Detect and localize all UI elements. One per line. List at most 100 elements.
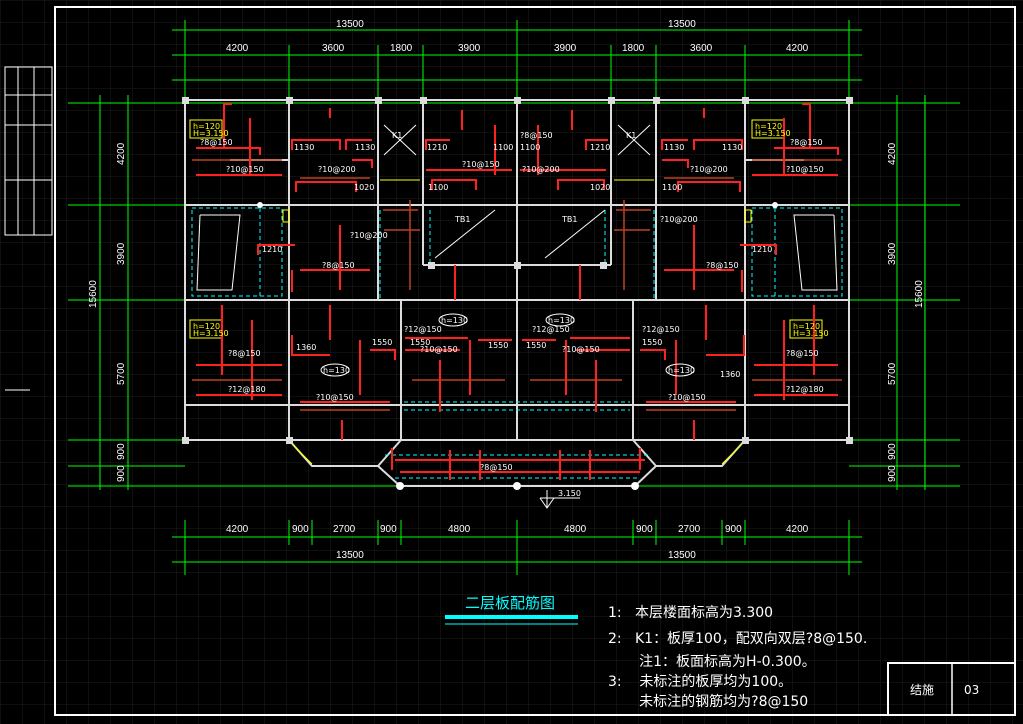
rebar-label: 1130: [664, 143, 684, 152]
stairs: [196, 124, 838, 291]
rebar-label: ?10@150: [462, 160, 500, 169]
rebar-label: ?10@150: [786, 165, 824, 174]
rebar-label: ?12@150: [404, 325, 442, 334]
rebar-label: 1100: [662, 183, 682, 192]
rebar-label: ?8@150: [786, 349, 819, 358]
title-block: 结施 03: [887, 662, 1016, 716]
rebar-label: ?10@200: [690, 165, 728, 174]
rebar-label: ?10@200: [660, 215, 698, 224]
rebar-label: ?8@150: [322, 261, 355, 270]
rebar-label: K1: [392, 131, 402, 140]
bottom-seg-6: 4800: [564, 524, 587, 535]
top-seg-7: 3600: [690, 43, 713, 54]
drawing-notes: 1: 本层楼面标高为3.300 2: K1：板厚100，配双向双层?8@150.…: [608, 604, 867, 710]
slab-h120-label-1: h=120: [193, 122, 220, 131]
left-seg-4: 900: [116, 443, 127, 460]
slab-h130-label-1: h=130: [323, 366, 350, 375]
rebar-label: 1130: [294, 143, 314, 152]
bottom-total-right: 13500: [668, 550, 696, 561]
rebar-label: 1210: [590, 143, 610, 152]
bottom-seg-1: 4200: [226, 524, 249, 535]
top-total-left: 13500: [336, 19, 364, 30]
rebar-label: TB1: [561, 215, 577, 224]
rebar-label: ?10@150: [668, 393, 706, 402]
elevation-value: 3.150: [558, 489, 581, 498]
right-total: 15600: [914, 280, 925, 308]
slab-h130-label-4: h=130: [668, 366, 695, 375]
rebars-dark: [192, 159, 842, 411]
rebar-label: 1550: [372, 338, 392, 347]
slab-h130-label-2: h=130: [441, 316, 468, 325]
left-dimension-text: 4200 3900 5700 900 900 15600: [88, 142, 127, 482]
columns: [182, 97, 853, 490]
note-line-5: 未标注的钢筋均为?8@150: [608, 693, 808, 710]
rebar-label: TB1: [454, 215, 470, 224]
rebar-label: ?8@150: [228, 349, 261, 358]
right-seg-5: 900: [887, 465, 898, 482]
bottom-dimension-text: 4200 900 2700 900 4800 4800 900 2700 900…: [226, 524, 809, 561]
rebar-label: 1100: [520, 143, 540, 152]
note-line-2: 2: K1：板厚100，配双向双层?8@150.: [608, 631, 867, 647]
right-seg-4: 900: [887, 443, 898, 460]
top-seg-8: 4200: [786, 43, 809, 54]
left-seg-2: 3900: [116, 242, 127, 265]
rebar-label: 1550: [410, 338, 430, 347]
right-seg-1: 4200: [887, 142, 898, 165]
rebar-label: K1: [626, 131, 636, 140]
rebar-label: ?10@150: [316, 393, 354, 402]
rebar-label: ?10@200: [350, 231, 388, 240]
yellow-elements: [189, 119, 823, 465]
slab-h-note-2: H=3.150: [755, 129, 791, 138]
bottom-seg-9: 900: [725, 524, 742, 535]
bottom-seg-4: 900: [380, 524, 397, 535]
slab-h-note-4: H=3.150: [793, 329, 829, 338]
rebar-label: ?8@150: [790, 138, 823, 147]
slab-h120-label-2: h=120: [755, 122, 782, 131]
right-seg-2: 3900: [887, 242, 898, 265]
rebar-labels: ?8@150 ?10@150 1130 1130 ?10@200 1020 12…: [200, 131, 824, 472]
side-dimensions: [68, 95, 960, 490]
bottom-seg-2: 900: [292, 524, 309, 535]
bottom-seg-7: 900: [636, 524, 653, 535]
rebar-label: 1020: [354, 183, 374, 192]
rebar-label: 1550: [642, 338, 662, 347]
rebar-label: 1100: [428, 183, 448, 192]
rebars-red: [196, 103, 839, 480]
right-dimension-text: 4200 3900 5700 900 900 15600: [887, 142, 925, 482]
left-seg-1: 4200: [116, 142, 127, 165]
top-seg-6: 1800: [622, 43, 645, 54]
bottom-seg-10: 4200: [786, 524, 809, 535]
rebar-label: 1550: [488, 341, 508, 350]
top-dimension-text: 13500 13500 4200 3600 1800 3900 3900 180…: [226, 19, 809, 54]
rebar-label: 1020: [590, 183, 610, 192]
rebar-label: ?8@150: [520, 131, 553, 140]
slab-h-note-1: H=3.150: [193, 129, 229, 138]
slab-h-note-3: H=3.150: [193, 329, 229, 338]
elevation-mark: 3.150: [539, 489, 581, 509]
drawing-title-group: 二层板配筋图: [445, 594, 578, 625]
top-dimensions: [68, 20, 960, 104]
drawing-border: [4, 6, 1016, 716]
top-seg-4: 3900: [458, 43, 481, 54]
top-seg-5: 3900: [554, 43, 577, 54]
top-seg-3: 1800: [390, 43, 413, 54]
bottom-seg-5: 4800: [448, 524, 471, 535]
slab-h120-label-3: h=120: [193, 322, 220, 331]
bottom-seg-3: 2700: [333, 524, 356, 535]
rebar-label: 1130: [355, 143, 375, 152]
bottom-seg-8: 2700: [678, 524, 701, 535]
left-total: 15600: [88, 280, 99, 308]
right-seg-3: 5700: [887, 362, 898, 385]
rebar-label: ?12@150: [642, 325, 680, 334]
slab-h120-label-4: h=120: [793, 322, 820, 331]
note-line-3: 注1：板面标高为H-0.300。: [608, 653, 816, 670]
rebar-label: ?10@150: [226, 165, 264, 174]
rebar-label: 1360: [720, 370, 740, 379]
drawing-title: 二层板配筋图: [465, 594, 555, 612]
rebar-label: ?10@150: [420, 345, 458, 354]
top-seg-2: 3600: [322, 43, 345, 54]
rebar-label: 1100: [493, 143, 513, 152]
bottom-total-left: 13500: [336, 550, 364, 561]
rebar-label: ?8@150: [706, 261, 739, 270]
